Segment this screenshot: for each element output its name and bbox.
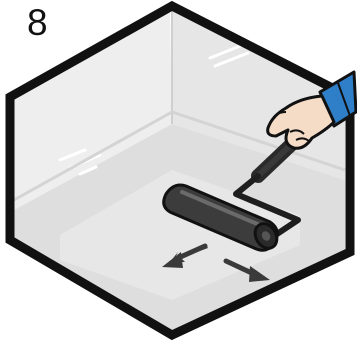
instruction-step-card: 8 xyxy=(0,0,357,341)
room-floor-painting-illustration xyxy=(0,0,357,341)
